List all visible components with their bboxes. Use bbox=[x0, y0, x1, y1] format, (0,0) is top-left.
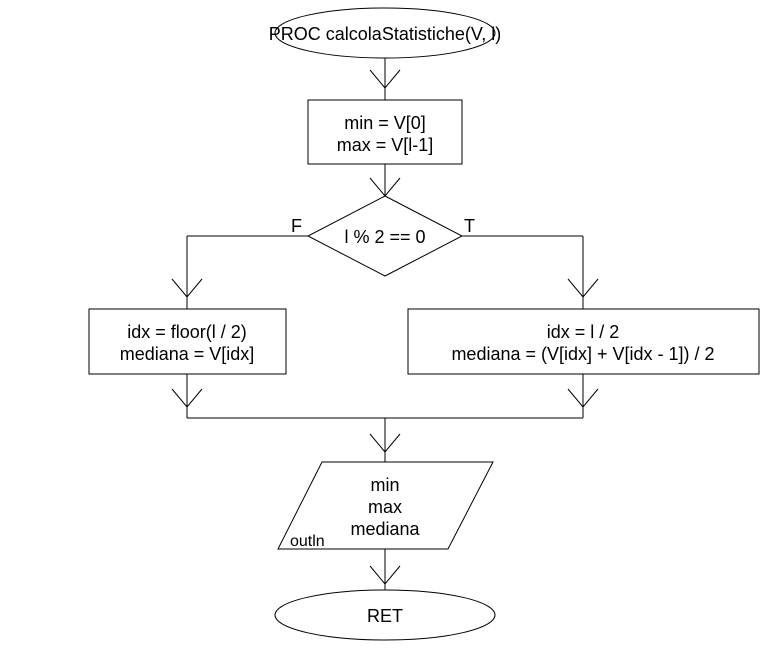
decision-condition: l % 2 == 0 bbox=[344, 227, 425, 247]
init-line-2: max = V[l-1] bbox=[337, 135, 434, 155]
false-line-2: mediana = V[idx] bbox=[120, 344, 255, 364]
output-line-3: mediana bbox=[350, 519, 420, 539]
output-line-1: min bbox=[370, 475, 399, 495]
start-label: PROC calcolaStatistiche(V, l) bbox=[269, 24, 501, 44]
false-line-1: idx = floor(l / 2) bbox=[127, 322, 247, 342]
true-line-1: idx = l / 2 bbox=[547, 322, 620, 342]
false-branch-box: idx = floor(l / 2) mediana = V[idx] bbox=[88, 308, 287, 375]
start-terminator: PROC calcolaStatistiche(V, l) bbox=[269, 7, 501, 59]
output-parallelogram: min max mediana outln bbox=[277, 461, 494, 550]
init-line-1: min = V[0] bbox=[344, 113, 426, 133]
output-line-2: max bbox=[368, 497, 402, 517]
true-line-2: mediana = (V[idx] + V[idx - 1]) / 2 bbox=[451, 344, 714, 364]
decision-false-label: F bbox=[291, 216, 302, 236]
end-terminator: RET bbox=[274, 589, 496, 641]
connector-false-branch bbox=[171, 235, 308, 309]
end-label: RET bbox=[367, 606, 403, 626]
connector-start-init bbox=[369, 58, 401, 100]
true-branch-box: idx = l / 2 mediana = (V[idx] + V[idx - … bbox=[407, 308, 760, 375]
connector-init-decision bbox=[369, 164, 401, 197]
connector-true-branch bbox=[462, 235, 599, 309]
decision-true-label: T bbox=[464, 216, 475, 236]
connector-output-end bbox=[369, 549, 401, 590]
output-tag: outln bbox=[290, 533, 325, 550]
decision-diamond: l % 2 == 0 F T bbox=[291, 195, 475, 277]
connector-merge bbox=[171, 374, 599, 462]
init-process-box: min = V[0] max = V[l-1] bbox=[307, 99, 463, 165]
